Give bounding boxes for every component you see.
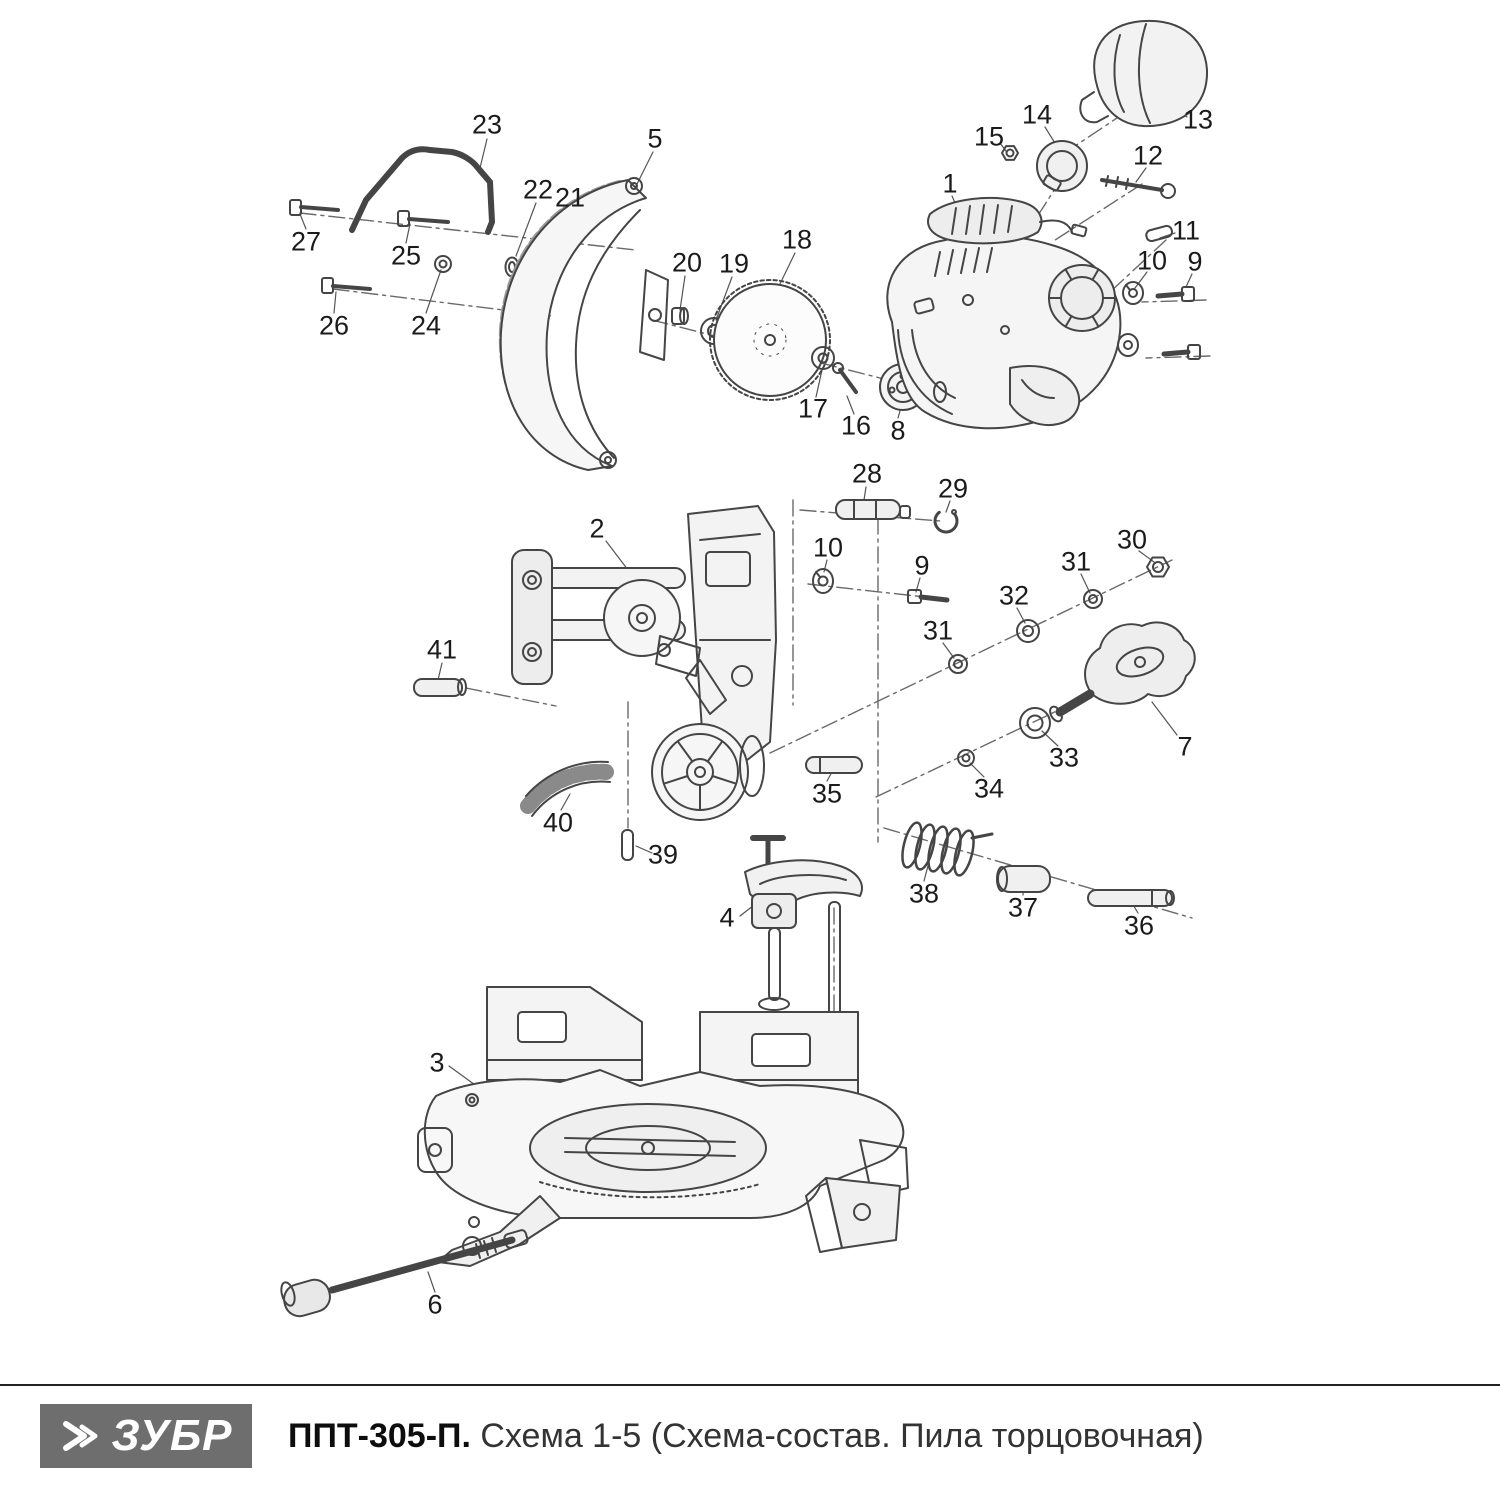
- callout-5: 5: [647, 123, 663, 154]
- callout-13: 13: [1182, 104, 1214, 135]
- callout-10: 10: [812, 532, 844, 563]
- callout-31: 31: [922, 615, 954, 646]
- part-dust-bag: [1079, 19, 1209, 128]
- callout-29: 29: [937, 473, 969, 504]
- callout-14: 14: [1021, 99, 1053, 130]
- callout-8: 8: [890, 415, 906, 446]
- callout-9: 9: [914, 550, 930, 581]
- footer-row: ЗУБР ППТ-305-П. Схема 1-5 (Схема-состав.…: [0, 1386, 1500, 1468]
- part-washer-chain: [948, 556, 1170, 674]
- part-carry-handle: [349, 146, 495, 235]
- callout-10: 10: [1136, 245, 1168, 276]
- page-title: ППТ-305-П. Схема 1-5 (Схема-состав. Пила…: [288, 1417, 1204, 1456]
- part-scale-segment: [520, 760, 614, 817]
- callout-34: 34: [973, 773, 1005, 804]
- callout-24: 24: [410, 310, 442, 341]
- callout-1: 1: [942, 168, 958, 199]
- callout-23: 23: [471, 109, 503, 140]
- callout-20: 20: [671, 247, 703, 278]
- callout-22: 22: [522, 174, 554, 205]
- schema-subtitle: Схема 1-5 (Схема-состав. Пила торцовочна…: [480, 1416, 1204, 1455]
- callout-2: 2: [589, 513, 605, 544]
- model-number: ППТ-305-П.: [288, 1416, 471, 1455]
- part-blade-guard: [498, 177, 669, 471]
- part-roller-pin: [835, 499, 959, 534]
- callout-11: 11: [1171, 215, 1201, 246]
- part-base-assembly: [417, 986, 909, 1267]
- callout-15: 15: [973, 121, 1005, 152]
- callout-39: 39: [647, 839, 679, 870]
- part-spring: [901, 821, 994, 877]
- brand-logo: ЗУБР: [40, 1404, 252, 1468]
- callout-7: 7: [1177, 731, 1193, 762]
- callout-37: 37: [1007, 892, 1039, 923]
- callout-28: 28: [851, 458, 883, 489]
- part-work-clamp: [744, 835, 863, 1035]
- callout-16: 16: [840, 410, 872, 441]
- zubr-chevron-icon: [62, 1421, 98, 1451]
- part-motor-head: [886, 197, 1122, 430]
- part-screw-12-pin-11: [1100, 175, 1176, 243]
- callout-6: 6: [427, 1289, 443, 1320]
- part-star-knob: [957, 621, 1196, 767]
- part-lock-handle: [280, 1229, 529, 1318]
- callout-12: 12: [1132, 140, 1164, 171]
- footer-divider: [0, 1384, 1500, 1386]
- callout-18: 18: [781, 224, 813, 255]
- callout-27: 27: [290, 226, 322, 257]
- callout-31: 31: [1060, 546, 1092, 577]
- callout-35: 35: [811, 778, 843, 809]
- part-elbow-adapter: [1001, 140, 1088, 192]
- callout-3: 3: [429, 1047, 445, 1078]
- callout-21: 21: [554, 182, 586, 213]
- callout-38: 38: [908, 878, 940, 909]
- callout-41: 41: [426, 634, 458, 665]
- callout-36: 36: [1123, 910, 1155, 941]
- callout-26: 26: [318, 310, 350, 341]
- callout-25: 25: [390, 240, 422, 271]
- part-washers-bolts-right: [1117, 281, 1201, 360]
- callout-19: 19: [718, 248, 750, 279]
- part-mid-washer-bolt: [812, 568, 950, 604]
- part-spacer-and-rod: [996, 865, 1175, 907]
- callout-4: 4: [719, 902, 735, 933]
- callout-32: 32: [998, 580, 1030, 611]
- callout-9: 9: [1187, 246, 1203, 277]
- exploded-view-diagram: [280, 19, 1211, 1318]
- brand-name: ЗУБР: [111, 1411, 233, 1460]
- part-small-pins: [413, 678, 863, 861]
- part-saw-blade: [709, 279, 831, 401]
- callout-40: 40: [542, 807, 574, 838]
- callout-17: 17: [797, 393, 829, 424]
- callout-33: 33: [1048, 742, 1080, 773]
- part-slide-arm-assembly: [511, 505, 777, 821]
- footer: ЗУБР ППТ-305-П. Схема 1-5 (Схема-состав.…: [0, 1384, 1500, 1468]
- callout-30: 30: [1116, 524, 1148, 555]
